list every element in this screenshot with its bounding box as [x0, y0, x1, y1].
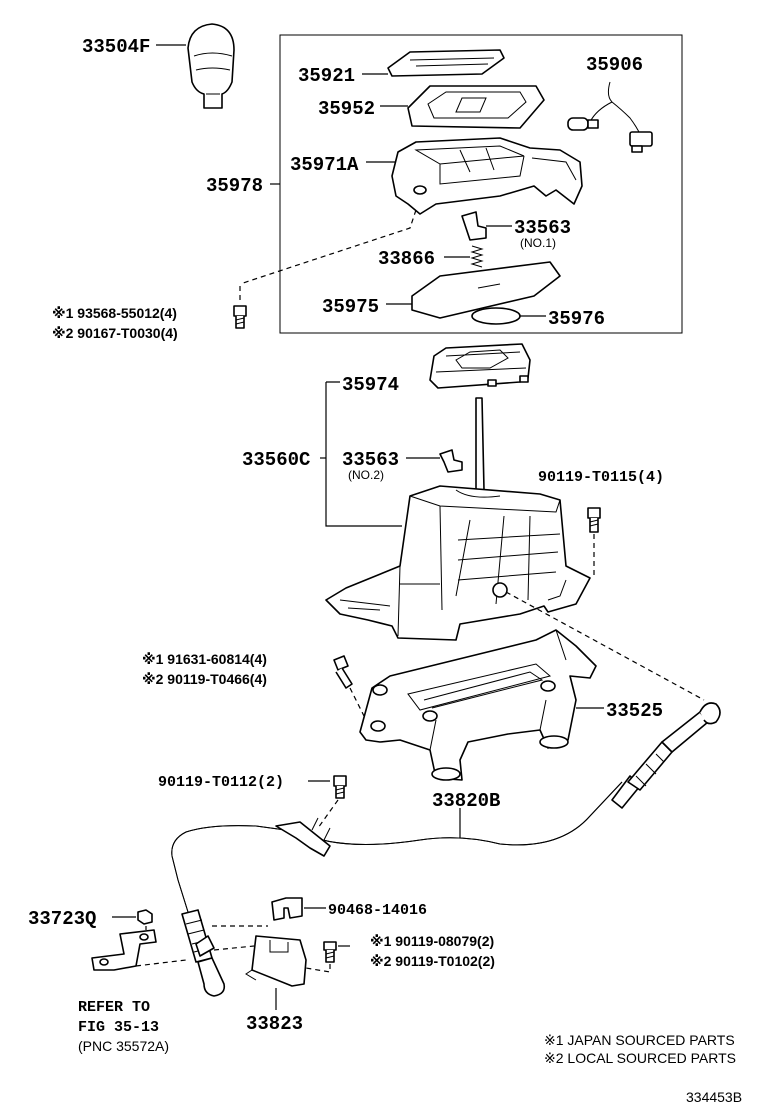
- legend-japan: ※1 JAPAN SOURCED PARTS: [544, 1032, 735, 1048]
- part-33525[interactable]: [359, 629, 597, 781]
- label-35974: 35974: [342, 374, 399, 396]
- label-33866: 33866: [378, 248, 435, 270]
- screw-90119-T0112[interactable]: [333, 775, 347, 799]
- dashed-screw-T0112: [317, 799, 339, 829]
- screw-90119-T0115[interactable]: [587, 507, 601, 533]
- refer-line-2: FIG 35-13: [78, 1019, 159, 1036]
- part-35976[interactable]: [471, 307, 521, 325]
- shift-knob[interactable]: [187, 23, 235, 109]
- cable-bracket[interactable]: [91, 929, 157, 971]
- part-90468-clip[interactable]: [271, 897, 303, 921]
- part-35906[interactable]: [567, 81, 653, 153]
- dashed-bracket: [135, 926, 187, 967]
- dashed-clip: [212, 925, 268, 951]
- label-90468: 90468-14016: [328, 902, 427, 919]
- label-33820B: 33820B: [432, 790, 500, 812]
- part-33563-no1[interactable]: [461, 211, 487, 241]
- part-33823[interactable]: [245, 935, 307, 987]
- part-33723Q-nut[interactable]: [137, 909, 153, 925]
- label-bolt3-b: ※2 90119-T0102(2): [370, 953, 495, 969]
- label-33525: 33525: [606, 700, 663, 722]
- bolt-90119-08079[interactable]: [323, 941, 337, 963]
- refer-line-3: (PNC 35572A): [78, 1038, 169, 1054]
- dashed-bolt3: [305, 964, 331, 973]
- label-33560C: 33560C: [242, 449, 310, 471]
- label-35952: 35952: [318, 98, 375, 120]
- label-bolt1-a: ※1 93568-55012(4): [52, 305, 177, 321]
- shift-lever-housing[interactable]: [325, 397, 591, 641]
- dashed-35971A-screw: [239, 209, 417, 285]
- label-33504F: 33504F: [82, 36, 150, 58]
- label-bolt1-b: ※2 90167-T0030(4): [52, 325, 178, 341]
- part-35952[interactable]: [407, 85, 545, 129]
- label-33563-no2: (NO.2): [348, 468, 384, 482]
- bracket-33560C: [325, 381, 402, 527]
- label-33823: 33823: [246, 1013, 303, 1035]
- label-35976: 35976: [548, 308, 605, 330]
- label-33723Q: 33723Q: [28, 908, 96, 930]
- dashed-cable-pivot: [505, 591, 705, 701]
- label-90119-T0112: 90119-T0112(2): [158, 774, 284, 791]
- part-33820B-cable[interactable]: [171, 702, 721, 997]
- label-33563-no1: (NO.1): [520, 236, 556, 250]
- label-35921: 35921: [298, 65, 355, 87]
- label-90119-T0115: 90119-T0115(4): [538, 469, 664, 486]
- label-bolt2-a: ※1 91631-60814(4): [142, 651, 267, 667]
- label-35975: 35975: [322, 296, 379, 318]
- dashed-bolt-91631: [349, 687, 365, 717]
- part-35971A[interactable]: [391, 137, 583, 215]
- figure-number: 334453B: [686, 1089, 742, 1105]
- label-35978: 35978: [206, 175, 263, 197]
- refer-line-1: REFER TO: [78, 999, 150, 1016]
- part-35974[interactable]: [429, 343, 531, 389]
- label-33563: 33563: [514, 217, 571, 239]
- label-33563b: 33563: [342, 449, 399, 471]
- label-35906: 35906: [586, 54, 643, 76]
- part-35975[interactable]: [411, 261, 561, 319]
- part-33866-spring[interactable]: [470, 245, 484, 268]
- part-33563-no2[interactable]: [439, 449, 463, 473]
- part-35921[interactable]: [387, 49, 505, 77]
- bolt-91631[interactable]: [333, 655, 353, 689]
- screw-1[interactable]: [233, 305, 247, 329]
- label-bolt3-a: ※1 90119-08079(2): [370, 933, 494, 949]
- label-35971A: 35971A: [290, 154, 359, 176]
- label-bolt2-b: ※2 90119-T0466(4): [142, 671, 267, 687]
- legend-local: ※2 LOCAL SOURCED PARTS: [544, 1050, 736, 1066]
